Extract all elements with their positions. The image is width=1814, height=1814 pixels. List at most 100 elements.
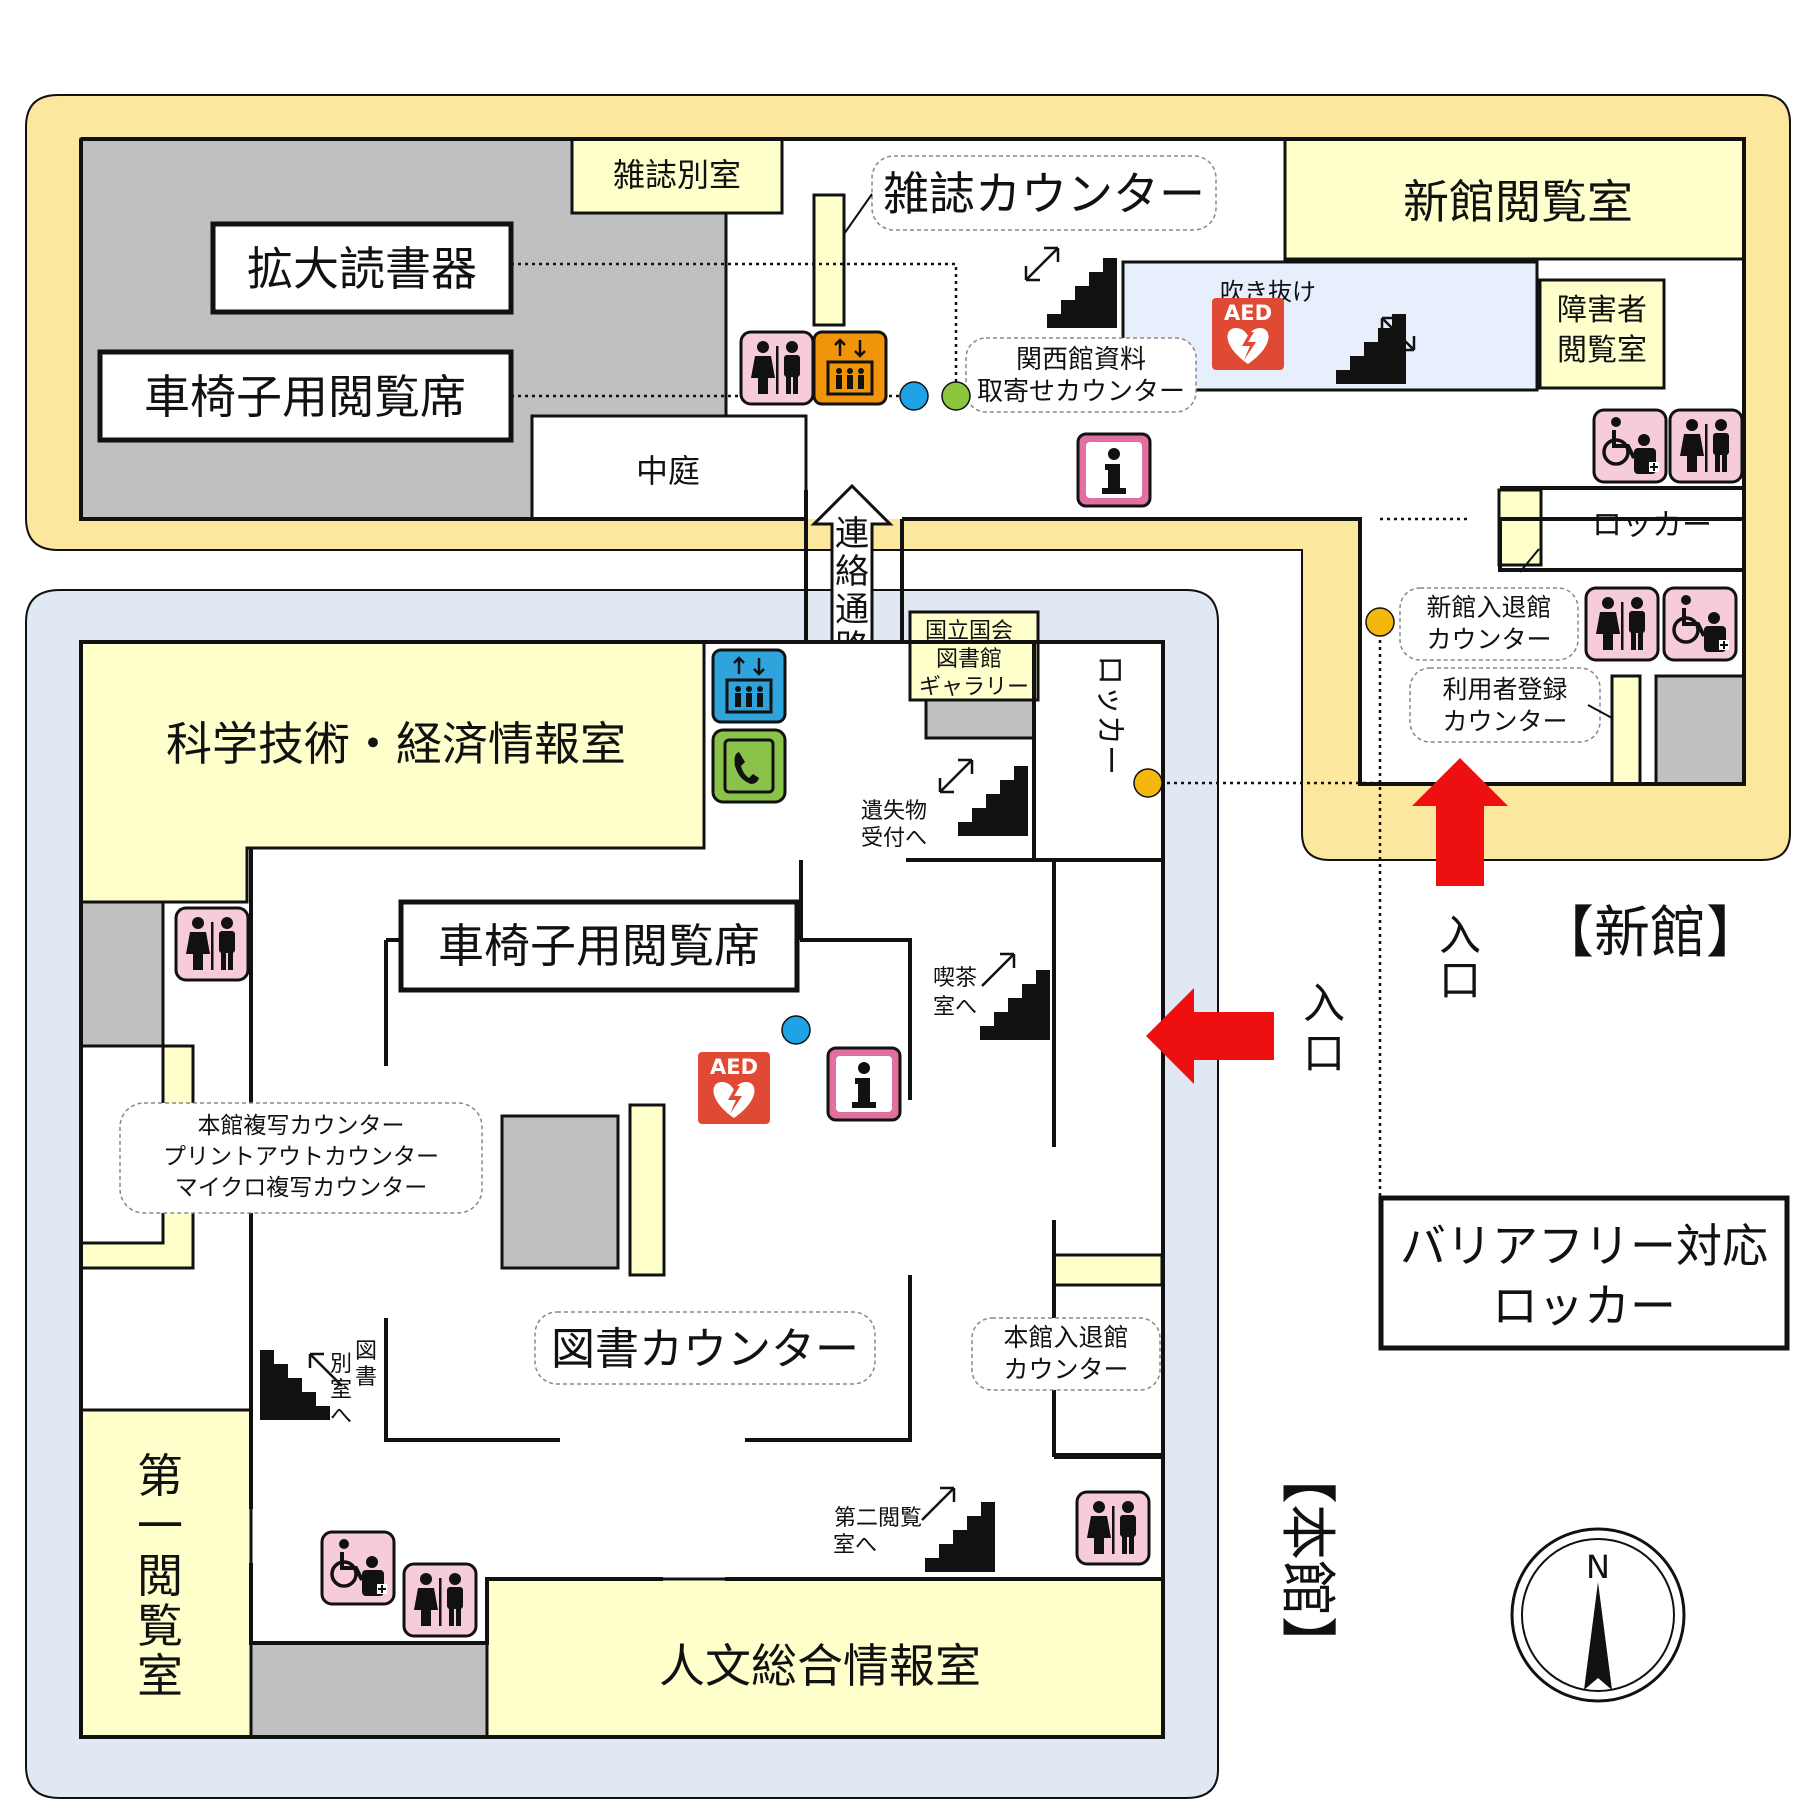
- accessibility-dot: [781, 1015, 811, 1045]
- shinkan-entry-counter-label-1: 新館入退館: [1426, 593, 1551, 622]
- courtyard-label: 中庭: [636, 452, 700, 490]
- accessibility-dot: [941, 381, 971, 411]
- honkan-building-label: 【本館】: [1274, 1448, 1339, 1672]
- accessible-toilet-icon: [1662, 586, 1738, 662]
- corridor-label-2: 絡: [835, 552, 869, 592]
- gallery-label-2: 図書館: [936, 647, 1002, 672]
- svg-text:覧: 覧: [137, 1599, 183, 1653]
- svg-text:一: 一: [137, 1499, 183, 1553]
- compass-icon: N: [1510, 1527, 1686, 1703]
- tosho-label-5: へ: [330, 1404, 352, 1429]
- copy-counter-label-1: 本館複写カウンター: [198, 1113, 405, 1139]
- accessible-toilet-icon: [1592, 408, 1668, 484]
- accessible-toilet-icon: [320, 1530, 396, 1606]
- lost-found-label-2: 受付へ: [861, 826, 927, 851]
- disabled-reading-room: [1538, 278, 1666, 390]
- kansai-counter-label-2: 取寄せカウンター: [977, 377, 1185, 407]
- magnifier-label: 拡大読書器: [247, 242, 477, 296]
- second-room-label-1: 第二閲覧: [834, 1506, 922, 1531]
- honkan-entry-counter-label-1: 本館入退館: [1003, 1323, 1128, 1352]
- gallery-label-1: 国立国会: [925, 619, 1013, 644]
- tosho-label-1: 図: [355, 1339, 377, 1364]
- jinbun-room-label: 人文総合情報室: [659, 1639, 981, 1693]
- barrier-free-locker-callout: [1378, 1195, 1790, 1351]
- first-room-label: 第 一 閲 覧 室: [137, 1449, 183, 1703]
- gallery-label-3: ギャラリー: [919, 675, 1029, 700]
- elevator-icon: [812, 330, 888, 406]
- shinkan-locker-label: ロッカー: [1592, 508, 1712, 543]
- svg-text:閲: 閲: [137, 1549, 183, 1603]
- registration-counter-bubble: [1409, 667, 1601, 743]
- info-icon: [1076, 432, 1152, 508]
- barrier-free-label-2: ロッカー: [1492, 1279, 1676, 1333]
- shinkan-building: [79, 137, 1746, 786]
- restroom-icon: [1668, 408, 1744, 484]
- atrium: [1121, 260, 1539, 392]
- shinkan-entry-counter-label-2: カウンター: [1426, 625, 1551, 654]
- restroom-icon: [174, 906, 250, 982]
- kansai-counter-label-1: 関西館資料: [1016, 345, 1146, 375]
- barrier-free-label-1: バリアフリー対応: [1400, 1219, 1768, 1273]
- shinkan-entrance-label-1: 入: [1439, 911, 1481, 960]
- shinkan-entrance-arrow: [1412, 758, 1508, 886]
- honkan-entry-counter-label-2: カウンター: [1003, 1355, 1128, 1384]
- honkan-locker-label: ロッカー: [1092, 655, 1127, 775]
- cafe-label-1: 喫茶: [933, 966, 977, 991]
- science-room-label: 科学技術・経済情報室: [166, 717, 626, 771]
- corridor-label-1: 連: [835, 514, 869, 554]
- info-icon: [826, 1046, 902, 1122]
- shinkan-reading-room-label: 新館閲覧室: [1403, 175, 1633, 229]
- magazine-annex-label: 雑誌別室: [613, 156, 741, 194]
- svg-text:室: 室: [137, 1649, 183, 1703]
- lost-found-label-1: 遺失物: [861, 799, 927, 824]
- jinbun-room: [485, 1577, 1165, 1739]
- shinkan-entry-counter-bubble: [1399, 587, 1579, 661]
- restroom-icon: [402, 1562, 478, 1638]
- tosho-label-3: 別: [330, 1352, 352, 1377]
- restroom-icon: [1584, 586, 1660, 662]
- accessibility-dot: [1365, 607, 1395, 637]
- accessibility-dot: [899, 381, 929, 411]
- shinkan-entrance-label-2: 口: [1439, 956, 1481, 1005]
- gallery-room: [908, 610, 1040, 702]
- aed-icon: [1212, 298, 1284, 370]
- shinkan-wheelchair-callout: [97, 349, 514, 443]
- magazine-counter-bubble: [871, 155, 1217, 231]
- aed-icon: [698, 1052, 770, 1124]
- elevator-icon: [711, 648, 787, 724]
- svg-text:第: 第: [137, 1449, 183, 1503]
- disabled-room-label-2: 閲覧室: [1557, 333, 1647, 368]
- restroom-icon: [739, 330, 815, 406]
- kansai-counter-bubble: [965, 337, 1197, 413]
- honkan-entrance-label-2: 口: [1303, 1029, 1345, 1078]
- cafe-label-2: 室へ: [933, 995, 977, 1020]
- tosho-label-2: 書: [355, 1365, 377, 1390]
- shinkan-wheelchair-label: 車椅子用閲覧席: [144, 370, 466, 424]
- magnifier-callout: [210, 221, 514, 315]
- copy-counter-label-3: マイクロ複写カウンター: [175, 1175, 428, 1201]
- accessibility-dot: [1133, 768, 1163, 798]
- honkan-entrance-arrow: [1146, 988, 1274, 1084]
- honkan-entrance-label-1: 入: [1303, 979, 1345, 1028]
- disabled-room-label-1: 障害者: [1557, 293, 1647, 328]
- copy-counter-label-2: プリントアウトカウンター: [163, 1144, 439, 1170]
- second-room-label-2: 室へ: [833, 1533, 877, 1558]
- restroom-icon: [1075, 1490, 1151, 1566]
- phone-icon: [711, 728, 787, 804]
- honkan-wheelchair-label: 車椅子用閲覧席: [438, 919, 760, 973]
- book-counter-label: 図書カウンター: [551, 1324, 859, 1375]
- corridor-label-3: 通: [835, 590, 869, 630]
- copy-counter-bubble: [119, 1102, 483, 1214]
- first-reading-room: [79, 1408, 253, 1739]
- honkan-wheelchair-callout: [398, 899, 800, 993]
- shinkan-reading-room: [1283, 137, 1746, 261]
- registration-counter-label-1: 利用者登録: [1442, 675, 1567, 704]
- registration-counter-label-2: カウンター: [1442, 707, 1567, 736]
- honkan-entry-counter-bubble: [971, 1317, 1161, 1391]
- shinkan-building-label: 【新館】: [1538, 901, 1762, 966]
- tosho-label-4: 室: [330, 1378, 352, 1403]
- book-counter-bubble: [534, 1311, 876, 1385]
- svg-text:N: N: [1586, 1548, 1610, 1586]
- magazine-counter-label: 雑誌カウンター: [883, 167, 1205, 221]
